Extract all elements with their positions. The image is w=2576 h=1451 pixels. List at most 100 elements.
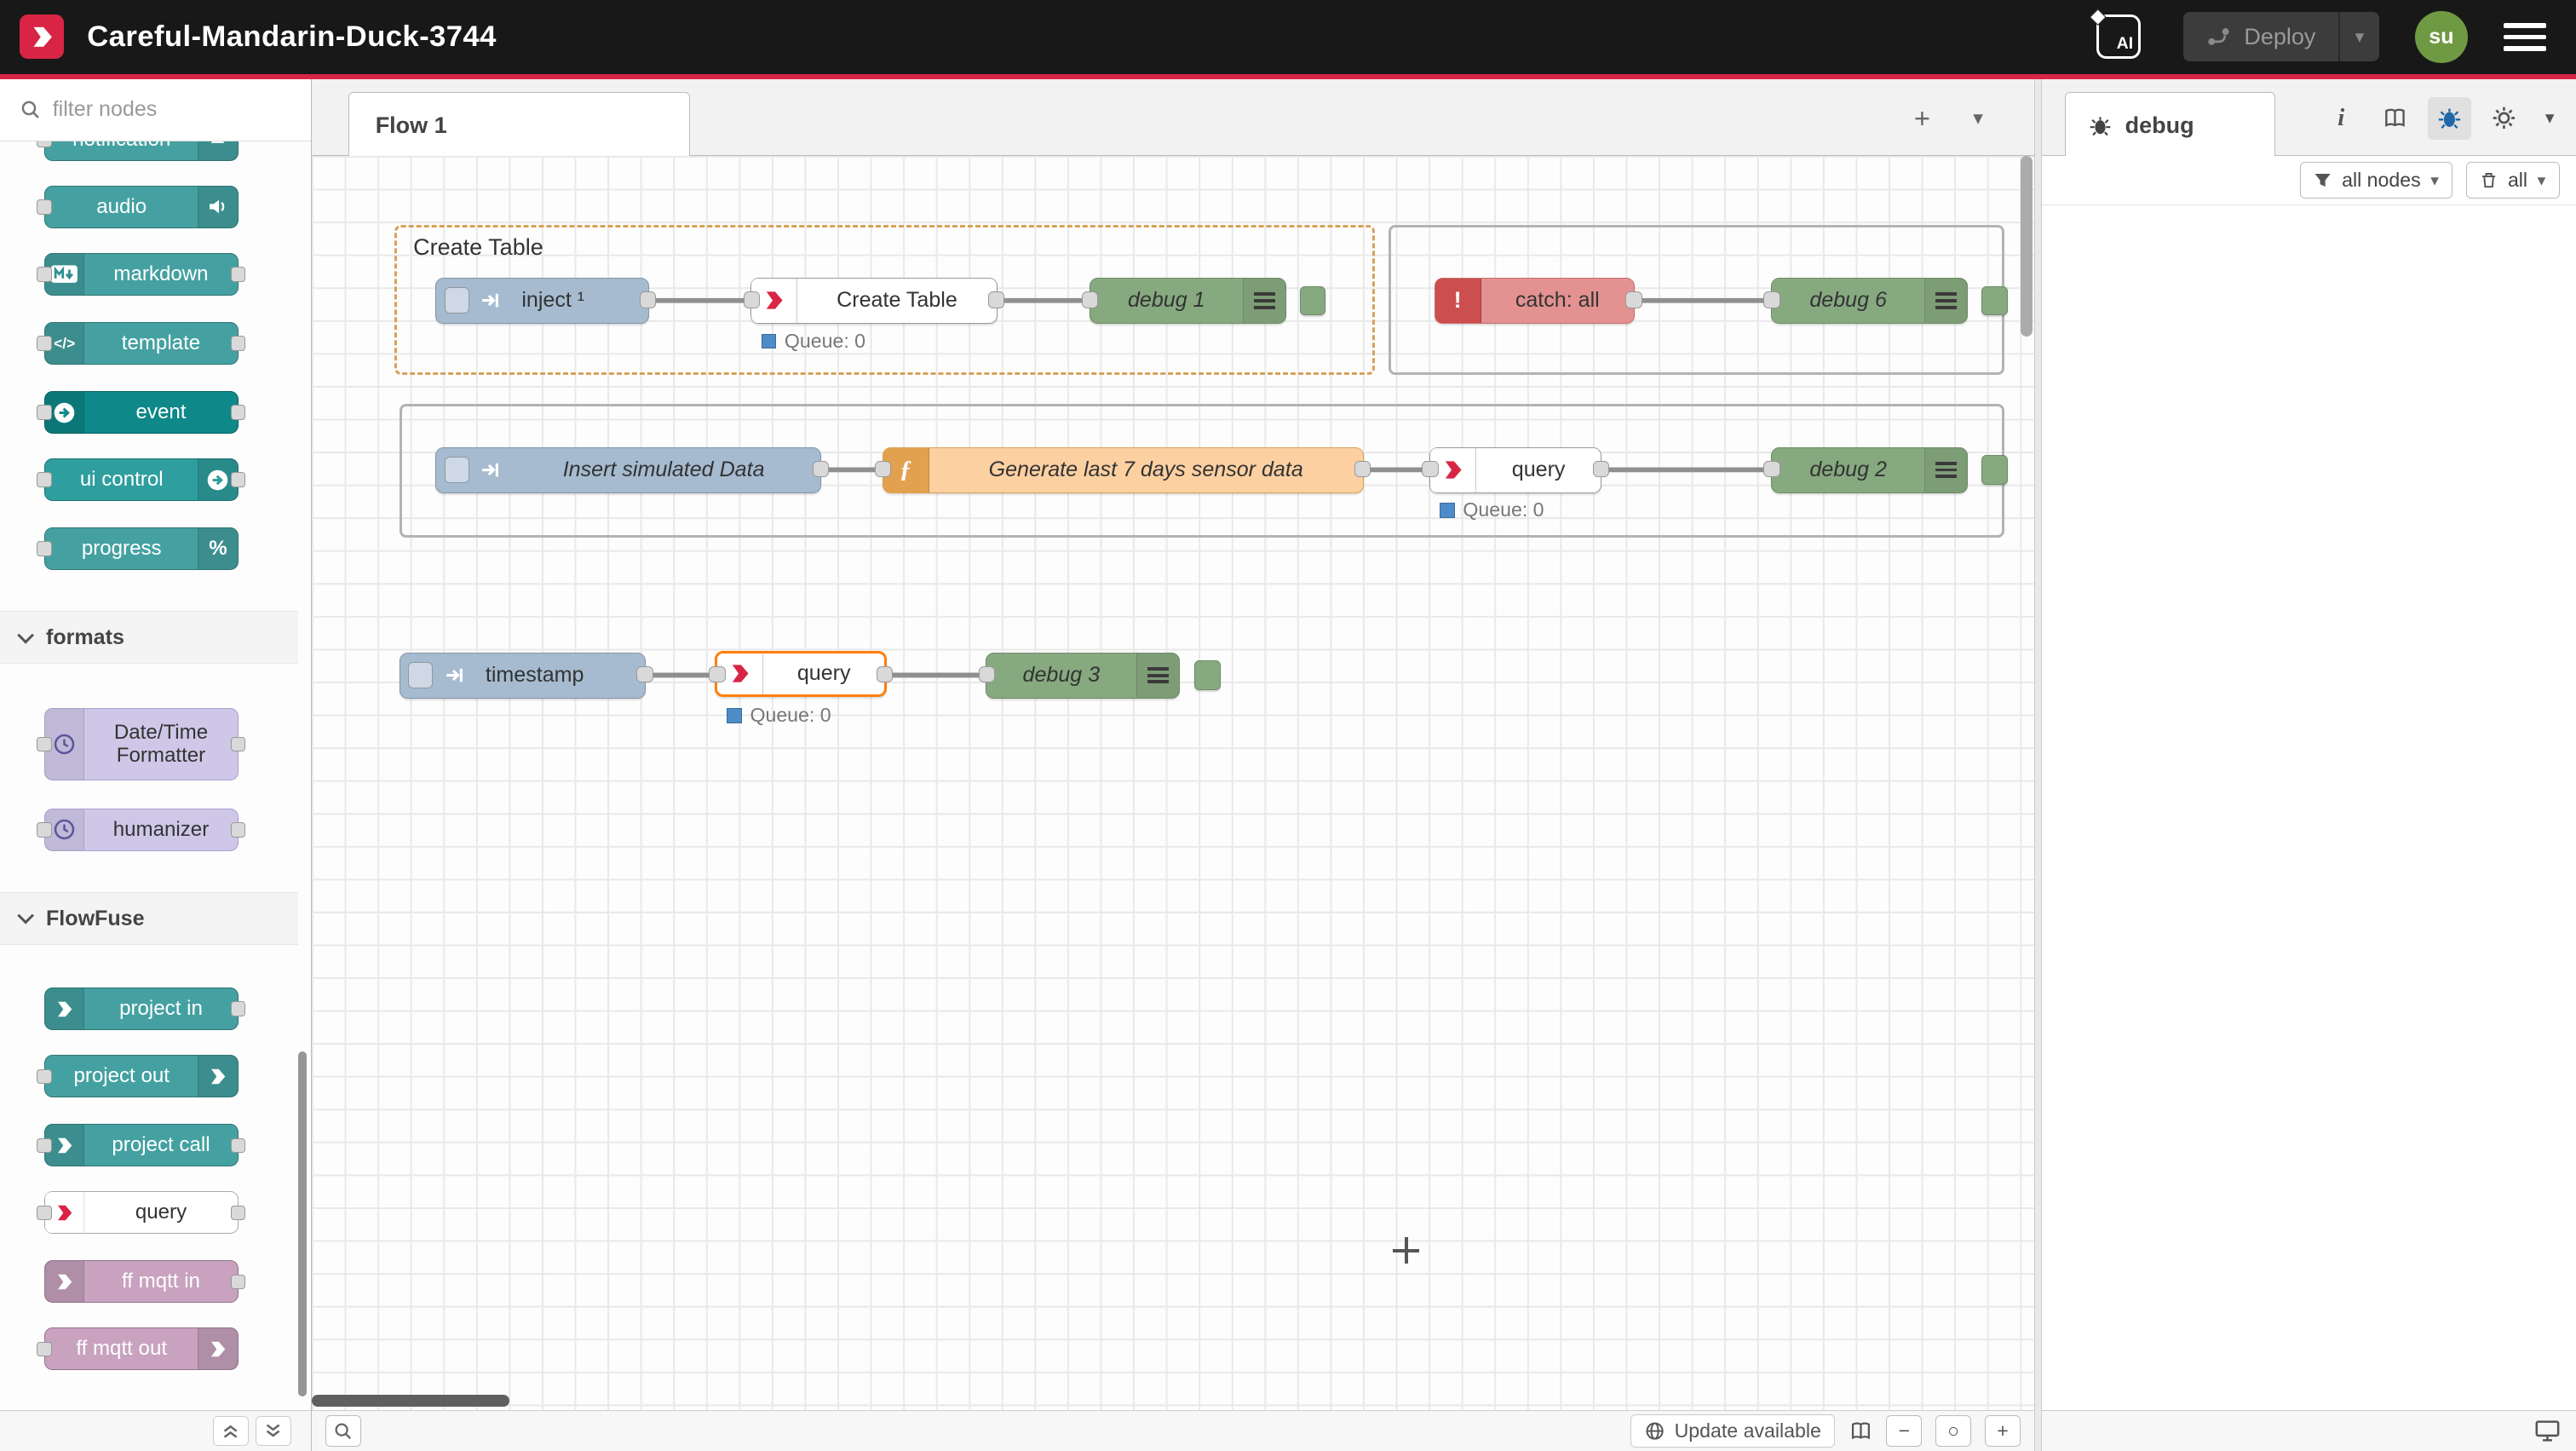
output-port[interactable]: [1354, 461, 1371, 477]
help-book-icon[interactable]: [2374, 97, 2417, 140]
node-create-table[interactable]: Create Table Queue: 0: [750, 278, 997, 324]
clear-messages-button[interactable]: all ▾: [2466, 162, 2560, 198]
debug-toggle-button[interactable]: [1194, 660, 1221, 690]
expand-all-button[interactable]: [256, 1416, 291, 1446]
navigator-map-icon[interactable]: [1849, 1420, 1873, 1442]
input-port[interactable]: [875, 461, 891, 477]
output-port[interactable]: [231, 267, 245, 281]
palette-node-project-out[interactable]: project out: [44, 1055, 239, 1097]
deploy-button[interactable]: Deploy ▾: [2183, 12, 2379, 61]
output-port[interactable]: [813, 461, 829, 477]
output-port[interactable]: [231, 405, 245, 419]
input-port[interactable]: [37, 472, 51, 487]
palette-scrollbar-thumb[interactable]: [298, 1051, 307, 1396]
palette-search-input[interactable]: [53, 97, 250, 122]
inject-trigger-button[interactable]: [445, 287, 469, 314]
output-port[interactable]: [988, 291, 1004, 308]
input-port[interactable]: [37, 267, 51, 281]
input-port[interactable]: [37, 737, 51, 751]
debug-messages-panel[interactable]: [2042, 205, 2576, 1410]
palette-section-flowfuse[interactable]: FlowFuse: [0, 892, 298, 945]
input-port[interactable]: [1422, 461, 1438, 477]
flow-list-caret[interactable]: ▾: [1958, 99, 1998, 138]
palette-node-notification[interactable]: notification: [44, 141, 239, 161]
output-port[interactable]: [231, 472, 245, 487]
deploy-options-caret[interactable]: ▾: [2340, 26, 2378, 48]
node-timestamp[interactable]: timestamp: [400, 653, 646, 699]
node-debug-3[interactable]: debug 3: [986, 653, 1180, 699]
palette-node-ui-control[interactable]: ui control: [44, 458, 239, 501]
deploy-main[interactable]: Deploy: [2183, 24, 2338, 50]
ai-assistant-button[interactable]: AI: [2096, 14, 2141, 59]
palette-node-event[interactable]: event: [44, 391, 239, 434]
palette-section-formats[interactable]: formats: [0, 611, 298, 664]
palette-node-ff-mqtt-out[interactable]: ff mqtt out: [44, 1327, 239, 1370]
input-port[interactable]: [979, 666, 995, 682]
inject-trigger-button[interactable]: [408, 662, 433, 688]
canvas-hscrollbar-thumb[interactable]: [312, 1395, 509, 1407]
output-port[interactable]: [231, 1138, 245, 1153]
input-port[interactable]: [1763, 461, 1780, 477]
sidebar-splitter[interactable]: [2034, 79, 2043, 1451]
main-menu-icon[interactable]: [2504, 23, 2546, 51]
palette-node-progress[interactable]: progress %: [44, 527, 239, 570]
input-port[interactable]: [1082, 291, 1098, 308]
palette-node-humanizer[interactable]: humanizer: [44, 809, 239, 851]
debug-tab-icon[interactable]: [2428, 97, 2470, 140]
output-port[interactable]: [231, 1206, 245, 1220]
input-port[interactable]: [744, 291, 760, 308]
node-query-3-selected[interactable]: query Queue: 0: [715, 651, 888, 697]
input-port[interactable]: [37, 1069, 51, 1084]
node-inject-1[interactable]: inject ¹: [435, 278, 649, 324]
flowfuse-logo-icon[interactable]: [20, 14, 64, 59]
node-insert-simulated-data[interactable]: Insert simulated Data: [435, 447, 821, 493]
output-port[interactable]: [1593, 461, 1609, 477]
palette-node-datetime-formatter[interactable]: Date/Time Formatter: [44, 708, 239, 780]
update-available-notice[interactable]: Update available: [1630, 1414, 1835, 1448]
sidebar-options-caret[interactable]: ▾: [2537, 97, 2563, 140]
add-flow-button[interactable]: +: [1902, 99, 1941, 138]
palette-node-query[interactable]: query: [44, 1191, 239, 1234]
user-avatar[interactable]: su: [2415, 11, 2468, 64]
palette-node-template[interactable]: </> template: [44, 322, 239, 365]
output-port[interactable]: [640, 291, 656, 308]
output-port[interactable]: [636, 666, 653, 682]
output-port[interactable]: [877, 666, 893, 682]
palette-scroll-area[interactable]: notification audio markdown: [0, 141, 311, 1410]
canvas-vscrollbar-thumb[interactable]: [2021, 156, 2033, 337]
output-port[interactable]: [231, 737, 245, 751]
filter-nodes-button[interactable]: all nodes ▾: [2300, 162, 2452, 198]
node-debug-1[interactable]: debug 1: [1090, 278, 1286, 324]
input-port[interactable]: [1763, 291, 1780, 308]
zoom-out-button[interactable]: −: [1886, 1415, 1922, 1447]
output-port[interactable]: [231, 1275, 245, 1289]
gear-icon[interactable]: [2482, 97, 2525, 140]
palette-search[interactable]: [0, 79, 311, 141]
palette-node-audio[interactable]: audio: [44, 186, 239, 228]
output-port[interactable]: [231, 336, 245, 350]
input-port[interactable]: [37, 405, 51, 419]
palette-node-project-in[interactable]: project in: [44, 987, 239, 1030]
node-debug-2[interactable]: debug 2: [1771, 447, 1968, 493]
input-port[interactable]: [37, 541, 51, 556]
input-port[interactable]: [37, 1342, 51, 1356]
info-tab-icon[interactable]: i: [2320, 97, 2362, 140]
palette-node-markdown[interactable]: markdown: [44, 253, 239, 296]
input-port[interactable]: [37, 336, 51, 350]
monitor-icon[interactable]: [2535, 1419, 2560, 1442]
tab-flow-1[interactable]: Flow 1: [348, 92, 690, 158]
debug-toggle-button[interactable]: [1300, 286, 1326, 316]
debug-toggle-button[interactable]: [1981, 455, 2008, 485]
node-debug-6[interactable]: debug 6: [1771, 278, 1968, 324]
input-port[interactable]: [37, 199, 51, 214]
output-port[interactable]: [231, 1001, 245, 1016]
input-port[interactable]: [37, 822, 51, 837]
output-port[interactable]: [231, 822, 245, 837]
input-port[interactable]: [37, 141, 51, 147]
output-port[interactable]: [1625, 291, 1642, 308]
collapse-all-button[interactable]: [213, 1416, 249, 1446]
tab-debug[interactable]: debug: [2065, 92, 2275, 158]
input-port[interactable]: [37, 1138, 51, 1153]
zoom-reset-button[interactable]: ○: [1935, 1415, 1971, 1447]
input-port[interactable]: [709, 666, 725, 682]
